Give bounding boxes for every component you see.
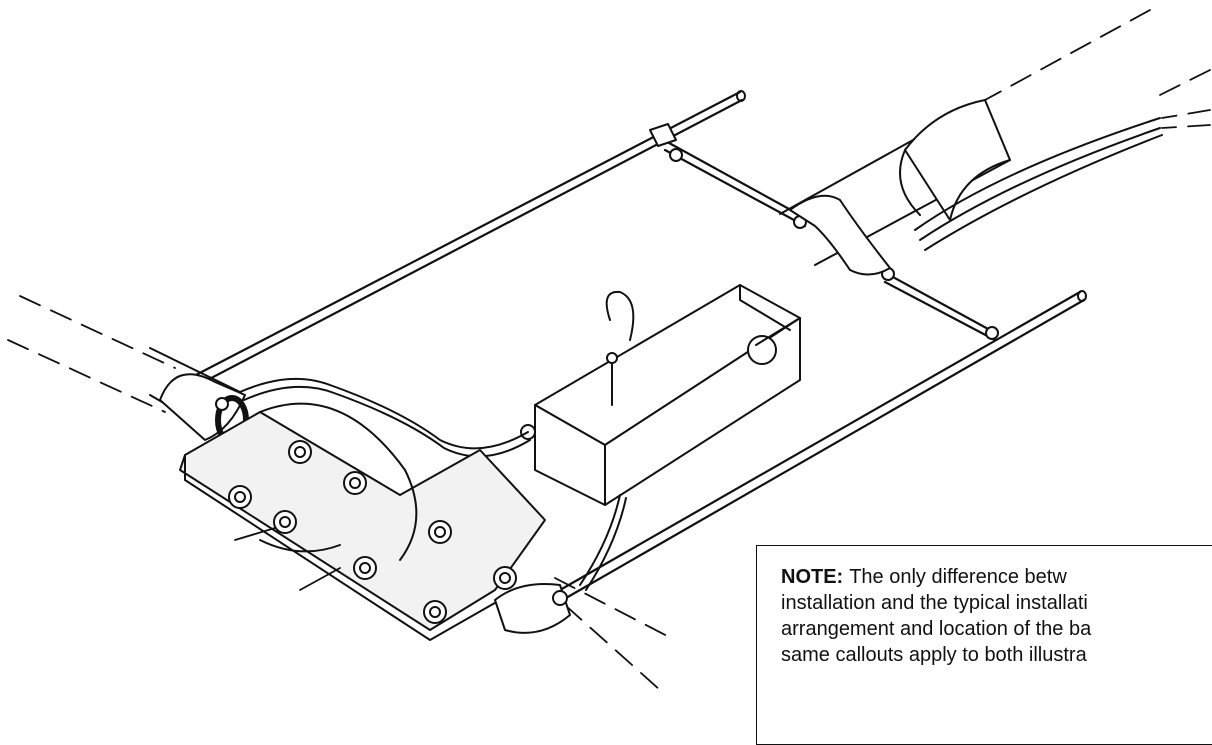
cross-bracket-lower bbox=[878, 267, 999, 342]
note-line-3: arrangement and location of the ba bbox=[781, 618, 1092, 640]
conductor-wires bbox=[914, 117, 1163, 251]
cable-clamp bbox=[789, 194, 891, 276]
note-line-1: NOTE:The only difference betw bbox=[781, 566, 1067, 588]
sleeve-bolts bbox=[228, 440, 517, 624]
lower-support-rod bbox=[558, 290, 1087, 600]
dashed-cable-continuation bbox=[7, 9, 1211, 691]
end-clamp-right bbox=[494, 583, 571, 634]
leader-lines bbox=[234, 527, 341, 591]
upper-support-rod bbox=[188, 90, 746, 388]
split-sleeve bbox=[179, 402, 546, 641]
note-label: NOTE: bbox=[781, 566, 844, 588]
note-line-4: same callouts apply to both illustra bbox=[781, 644, 1087, 666]
note-text: NOTE:The only difference betw installati… bbox=[781, 564, 1212, 668]
note-line-2: installation and the typical installati bbox=[781, 592, 1088, 614]
note-box: NOTE:The only difference betw installati… bbox=[756, 545, 1212, 745]
splice-enclosure bbox=[520, 284, 801, 506]
cross-bracket-upper bbox=[649, 123, 807, 229]
